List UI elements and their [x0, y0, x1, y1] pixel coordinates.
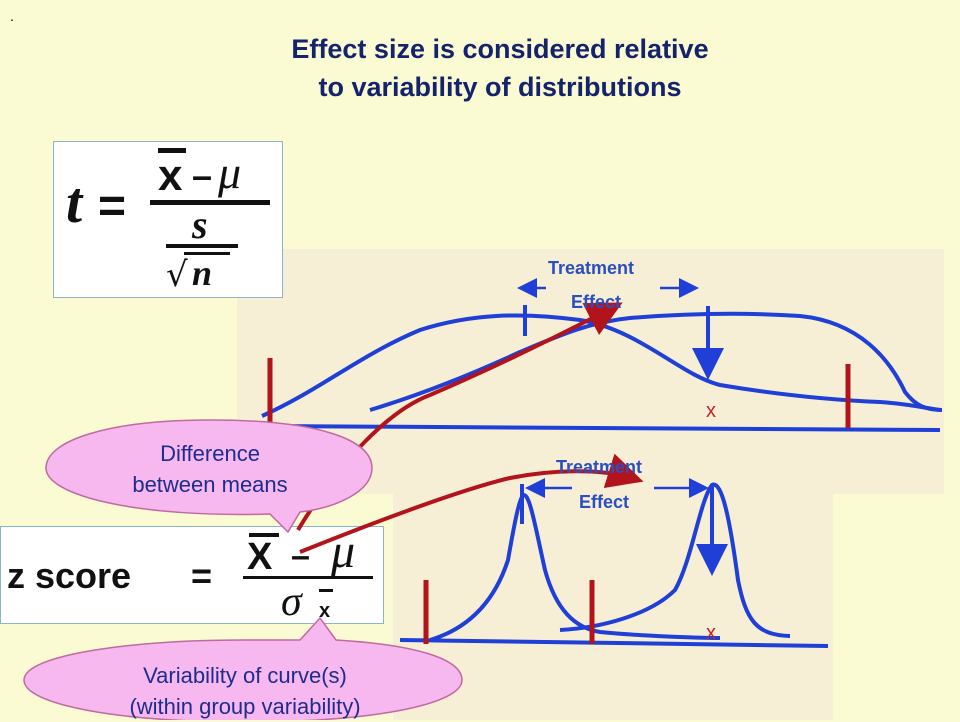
t-symbol: t — [66, 170, 84, 235]
difference-line-1: Difference — [160, 441, 260, 466]
top-left-curve — [261, 313, 941, 418]
t-formula-box: t = x – μ s √ n — [53, 141, 283, 298]
bottom-baseline — [399, 638, 829, 648]
top-x-marker: x — [706, 400, 716, 422]
top-right-curve — [369, 311, 943, 412]
t-minus: – — [192, 155, 212, 196]
bottom-effect-label-line1: Treatment — [556, 457, 643, 477]
slide-dot: . — [10, 8, 14, 24]
variability-callout — [23, 616, 463, 720]
z-x-bar — [249, 533, 279, 537]
t-s: s — [191, 202, 208, 247]
z-fraction-bar — [243, 576, 373, 579]
z-equals: = — [191, 555, 212, 596]
sigma-subscript-bar — [319, 589, 333, 592]
variability-callout-text: Variability of curve(s) (within group va… — [40, 660, 450, 722]
z-sigma-subscript: x — [319, 600, 330, 622]
t-mu: μ — [217, 147, 241, 198]
title-line-1: Effect size is considered relative — [291, 34, 709, 64]
title-line-2: to variability of distributions — [318, 72, 682, 102]
top-baseline — [264, 424, 941, 432]
bottom-effect-label-line2: Effect — [579, 492, 630, 512]
t-equals: = — [98, 180, 126, 233]
z-sigma: σ — [281, 579, 304, 625]
bottom-left-curve — [429, 492, 721, 642]
t-n: n — [192, 253, 212, 293]
t-fraction-bar — [150, 200, 270, 205]
sqrt-icon: √ — [166, 255, 188, 295]
t-numerator-x: x — [158, 151, 183, 200]
bottom-distribution-panel — [393, 494, 833, 720]
t-sub-fraction-bar — [166, 244, 238, 248]
difference-callout — [45, 419, 373, 534]
difference-bottom-arrow — [299, 453, 644, 554]
difference-callout-text: Difference between means — [60, 438, 360, 500]
t-formula: t = x – μ s √ n — [66, 147, 270, 295]
sqrt-bar — [184, 252, 230, 255]
difference-line-2: between means — [132, 472, 288, 497]
z-score-label: z score — [7, 555, 131, 596]
z-numerator-x: X — [247, 536, 273, 578]
top-effect-label-line1: Treatment — [548, 258, 635, 278]
x-bar — [158, 148, 186, 153]
slide-title: Effect size is considered relative to va… — [180, 30, 820, 106]
variability-line-2: (within group variability) — [129, 694, 361, 719]
z-minus: – — [291, 537, 310, 575]
variability-line-1: Variability of curve(s) — [143, 663, 347, 688]
top-effect-label-line2: Effect — [571, 292, 622, 312]
bottom-x-marker: x — [706, 622, 716, 644]
